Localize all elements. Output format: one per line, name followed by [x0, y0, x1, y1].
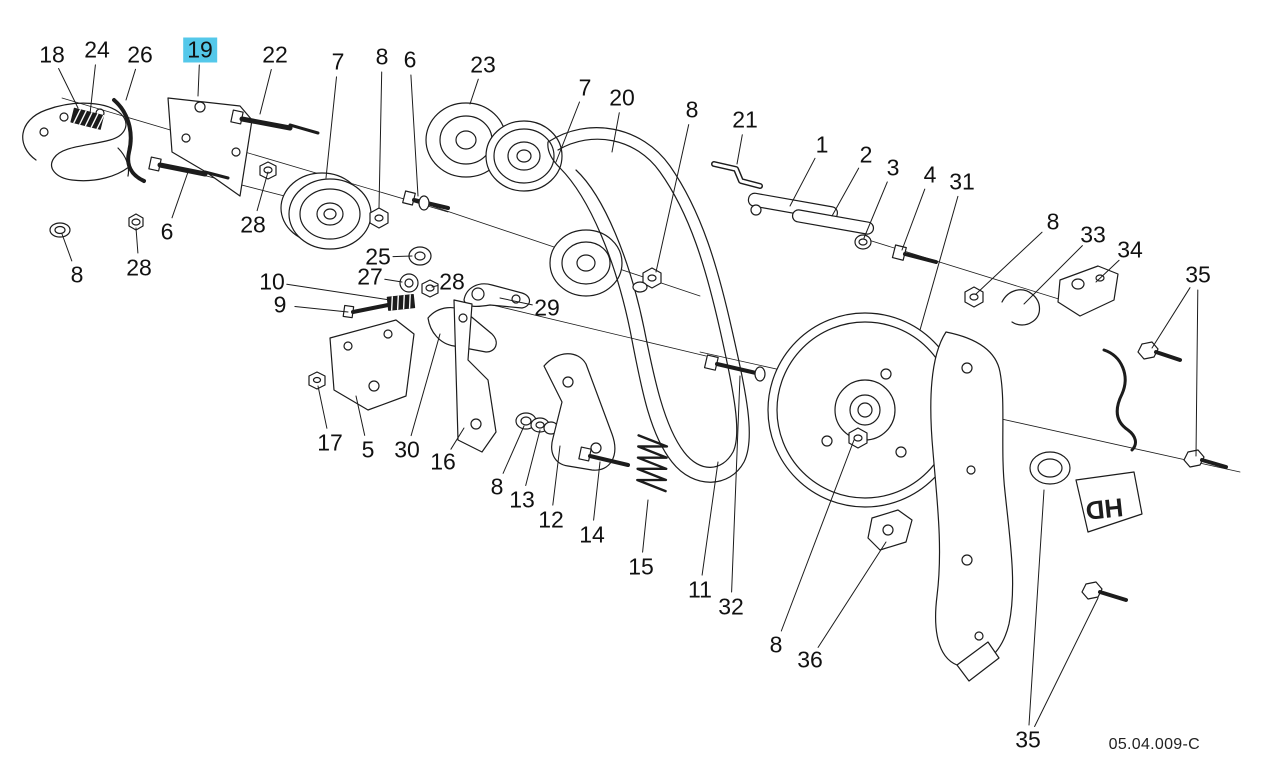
callout-17-32[interactable]: 17 [317, 429, 343, 456]
bolt-35-bottom [1081, 581, 1128, 602]
callout-9-29[interactable]: 9 [273, 291, 287, 318]
washer-27 [399, 273, 419, 293]
callout-36-44[interactable]: 36 [797, 646, 823, 673]
callout-28-30[interactable]: 28 [439, 268, 465, 295]
callout-12-38[interactable]: 12 [538, 506, 564, 533]
callout-16-35[interactable]: 16 [430, 448, 456, 475]
callout-26-2[interactable]: 26 [127, 41, 153, 68]
washer-3 [854, 234, 872, 250]
callout-13-37[interactable]: 13 [509, 486, 535, 513]
callout-31-17[interactable]: 31 [949, 168, 975, 195]
callout-21-12[interactable]: 21 [732, 106, 758, 133]
bracket-16 [453, 299, 497, 453]
idler-arm-2 [791, 209, 875, 235]
leader-lines [58, 64, 1199, 727]
callout-8-23[interactable]: 8 [70, 261, 84, 288]
bracket-plate-19 [167, 97, 253, 197]
callout-3-15[interactable]: 3 [886, 154, 900, 181]
hd-plate [1075, 471, 1143, 533]
callout-2-14[interactable]: 2 [859, 141, 873, 168]
callout-28-25[interactable]: 28 [240, 211, 266, 238]
callout-8-18[interactable]: 8 [1046, 208, 1060, 235]
callout-24-1[interactable]: 24 [84, 36, 110, 63]
axle-bolt-32 [703, 354, 766, 382]
bolt-17 [308, 371, 326, 390]
callout-14-39[interactable]: 14 [579, 521, 605, 548]
bolt-35-top [1137, 341, 1182, 362]
callout-25-26[interactable]: 25 [365, 243, 391, 270]
callout-27-27[interactable]: 27 [357, 263, 383, 290]
nut-8-belt [632, 267, 662, 293]
hd-marking: HD [1084, 492, 1124, 526]
callout-8-11[interactable]: 8 [685, 96, 699, 123]
link-29 [463, 283, 531, 309]
bolt-6-upper [402, 190, 450, 211]
double-pulley-23 [425, 102, 563, 192]
bracket-12 [543, 353, 616, 471]
callout-34-20[interactable]: 34 [1117, 236, 1143, 263]
belt-20 [547, 127, 750, 483]
diagram-code: 05.04.009-C [1108, 736, 1200, 753]
callout-11-41[interactable]: 11 [688, 576, 712, 603]
callout-18-0[interactable]: 18 [39, 41, 65, 68]
rod-26 [112, 98, 146, 183]
idler-pulley-7-left [280, 172, 372, 250]
bracket-5 [329, 319, 415, 411]
spring-24 [70, 107, 105, 130]
callout-20-10[interactable]: 20 [609, 84, 635, 111]
bolt-6-left [148, 156, 230, 180]
washer-8-left [49, 222, 71, 238]
callout-8-6[interactable]: 8 [375, 43, 389, 70]
bushing-ring [1029, 451, 1071, 485]
callout-4-16[interactable]: 4 [923, 161, 937, 188]
spring-10 [386, 293, 416, 311]
bolt-22 [230, 109, 320, 135]
clamp-33 [1001, 289, 1041, 326]
callout-35-21[interactable]: 35 [1185, 261, 1211, 288]
callout-1-13[interactable]: 1 [815, 131, 829, 158]
callout-30-34[interactable]: 30 [394, 436, 420, 463]
bolt-14 [578, 446, 630, 467]
rod-21 [711, 161, 763, 189]
callout-10-28[interactable]: 10 [259, 268, 285, 295]
callout-8-36[interactable]: 8 [490, 473, 504, 500]
bracket-34 [1057, 265, 1119, 317]
callout-6-22[interactable]: 6 [160, 218, 174, 245]
callout-8-43[interactable]: 8 [769, 631, 783, 658]
callout-22-4[interactable]: 22 [262, 41, 288, 68]
mount-clamp [867, 509, 913, 551]
callout-19-3[interactable]: 19 [183, 37, 217, 63]
frame-bracket-36 [930, 331, 1014, 682]
bolt-4 [891, 244, 938, 264]
callout-7-9[interactable]: 7 [578, 74, 592, 101]
bolt-35-mid [1183, 449, 1228, 469]
strap-hook [1102, 348, 1137, 452]
callout-6-7[interactable]: 6 [403, 46, 417, 73]
callout-15-40[interactable]: 15 [628, 553, 654, 580]
pulley-7-center [549, 229, 623, 297]
nut-8-upper [369, 207, 389, 229]
callout-7-5[interactable]: 7 [331, 48, 345, 75]
callout-28-24[interactable]: 28 [126, 254, 152, 281]
callout-29-31[interactable]: 29 [534, 294, 560, 321]
callout-23-8[interactable]: 23 [470, 51, 496, 78]
callout-33-19[interactable]: 33 [1080, 221, 1106, 248]
callout-35-45[interactable]: 35 [1015, 726, 1041, 753]
callout-5-33[interactable]: 5 [361, 436, 375, 463]
hub-nut-8 [848, 427, 868, 449]
washer-25 [408, 246, 432, 266]
spring-15 [636, 434, 669, 493]
bolt-9 [342, 303, 390, 319]
nut-28-upper [259, 161, 277, 180]
callout-32-42[interactable]: 32 [718, 593, 744, 620]
main-pulley [767, 312, 963, 508]
